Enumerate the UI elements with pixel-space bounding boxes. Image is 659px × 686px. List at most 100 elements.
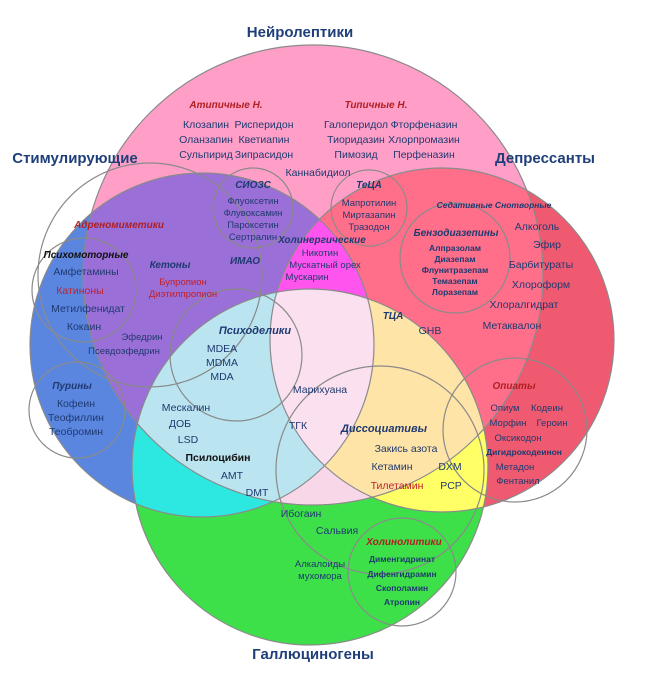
teca-item: Миртазапин	[342, 210, 395, 221]
atypical-title: Атипичные Н.	[188, 100, 262, 111]
typical-title: Типичные Н.	[345, 100, 408, 111]
dissociatives-circle	[275, 365, 485, 575]
dissociatives-item: Кетамин	[371, 461, 412, 473]
typical-item: Галоперидол	[324, 119, 388, 131]
neuroleptics-label: Нейролептики	[247, 24, 353, 41]
adrenomimetics-circle	[37, 162, 263, 388]
typical-item: Перфеназин	[393, 149, 455, 161]
amanita-label: мухомора	[298, 571, 342, 582]
typical-item: Пимозид	[334, 149, 377, 161]
benzo-item: Флунитразепам	[422, 265, 489, 275]
depressant-item: Хлороформ	[512, 279, 570, 291]
hallucinogen-item: LSD	[178, 434, 199, 446]
thc-label: ТГК	[289, 420, 308, 432]
adrenomimetics-title: Адреномиметики	[73, 220, 164, 231]
opiates-item: Оксикодон	[494, 433, 541, 444]
hallucinogen-item: Псилоцибин	[186, 452, 251, 464]
psychedelics-circle	[169, 288, 303, 422]
psychedelics-item: MDMA	[206, 357, 238, 369]
psychomotor-circle	[31, 237, 137, 343]
dissociatives-item: Тилетамин	[371, 480, 424, 492]
stimulants-label: Стимулирующие	[12, 150, 138, 167]
cannabidiol-label: Каннабидиол	[286, 167, 351, 179]
opiates-item: Кодеин	[531, 403, 563, 414]
purines-title: Пурины	[52, 381, 92, 392]
typical-item: Хлорпромазин	[388, 134, 460, 146]
dissociatives-item: PCP	[440, 480, 462, 492]
atypical-item: Оланзапин	[179, 134, 233, 146]
benzo-item: Лоразепам	[432, 287, 478, 297]
ssri-circle	[212, 167, 294, 249]
ketones-item: Диэтилпропион	[149, 289, 217, 300]
hallucinogen-item: DMT	[246, 487, 269, 499]
ssri-item: Пароксетин	[227, 220, 279, 231]
depressant-item: Метаквалон	[483, 320, 542, 332]
opiates-circle	[442, 357, 588, 503]
tca-label: ТЦА	[383, 311, 404, 322]
opiates-item: Дигидрокодеинон	[486, 447, 562, 457]
cholinergic-item: Никотин	[302, 248, 338, 259]
hallucinogen-item: ДОБ	[169, 418, 191, 430]
benzo-item: Алпразолам	[429, 243, 481, 253]
opiates-item: Опиум	[490, 403, 519, 414]
depressant-item: Барбитураты	[509, 259, 573, 271]
atypical-item: Сульпирид	[179, 149, 233, 161]
dissociatives-item: DXM	[438, 461, 461, 473]
depressants-label: Депрессанты	[495, 150, 595, 167]
amanita-label: Алкалоиды	[295, 559, 345, 570]
opiates-title: Опиаты	[493, 381, 536, 392]
psychomotor-item: Катиноны	[56, 285, 103, 297]
purines-item: Кофеин	[57, 398, 95, 410]
teca-item: Тразодон	[348, 222, 389, 233]
depressant-item: Хлоралгидрат	[490, 299, 559, 311]
psychomotor-item: Кокаин	[67, 321, 101, 333]
benzo-item: Диазепам	[434, 254, 475, 264]
purines-item: Теобромин	[49, 426, 103, 438]
atypical-item: Рисперидон	[234, 119, 293, 131]
opiates-item: Морфин	[490, 418, 527, 429]
ssri-item: Сертралин	[229, 232, 277, 243]
dissociatives-title: Диссоциативы	[340, 423, 428, 435]
cholinergic-title: Холинергические	[277, 235, 366, 246]
psychedelics-item: MDA	[210, 371, 233, 383]
psychomotor-title: Психомоторные	[44, 250, 129, 261]
cholinergic-item: Мускатный орех	[289, 260, 361, 271]
cholinolytics-title: Холинолитики	[365, 537, 441, 548]
dissociatives-item: Закись азота	[375, 443, 438, 455]
typical-item: Фторфеназин	[391, 119, 458, 131]
cholinergic-item: Мускарин	[286, 272, 329, 283]
cholinolytics-item: Скополамин	[376, 583, 428, 593]
depressant-item: Эфир	[533, 239, 561, 251]
cholinolytics-item: Атропин	[384, 597, 420, 607]
ssri-title: СИОЗС	[235, 180, 271, 191]
purines-item: Теофиллин	[48, 412, 104, 424]
atypical-item: Зипрасидон	[235, 149, 294, 161]
overlap-neuro-stim-hall	[132, 289, 374, 505]
ssri-item: Флуоксетин	[227, 196, 278, 207]
purines-circle	[28, 361, 126, 459]
cholinolytics-item: Дифенгидрамин	[367, 569, 436, 579]
teca-item: Мапротилин	[342, 198, 397, 209]
hallucinogen-item: Мескалин	[162, 402, 211, 414]
psychedelics-title: Психоделики	[219, 325, 292, 337]
ibogaine-label: Ибогаин	[281, 508, 322, 520]
hallucinogen-item: AMT	[221, 470, 244, 482]
psychomotor-item: Метилфенидат	[51, 303, 125, 315]
typical-item: Тиоридазин	[327, 134, 385, 146]
psychedelics-item: MDEA	[207, 343, 237, 355]
benzo-title: Бензодиазепины	[414, 228, 499, 239]
sedatives-title: Седативные Снотворные	[437, 200, 552, 210]
marijuana-label: Марихуана	[293, 384, 347, 396]
ephedrine-item: Эфедрин	[121, 332, 162, 343]
salvia-label: Сальвия	[316, 525, 358, 537]
ghb-label: GHB	[419, 325, 442, 337]
teca-title: ТеЦА	[356, 180, 382, 191]
opiates-item: Фентанил	[496, 476, 539, 487]
opiates-item: Героин	[537, 418, 568, 429]
ephedrine-item: Псевдоэфедрин	[88, 346, 160, 357]
depressant-item: Алкоголь	[515, 221, 560, 233]
teca-circle	[330, 169, 408, 247]
psychomotor-item: Амфетамины	[53, 266, 118, 278]
atypical-item: Кветиапин	[239, 134, 290, 146]
